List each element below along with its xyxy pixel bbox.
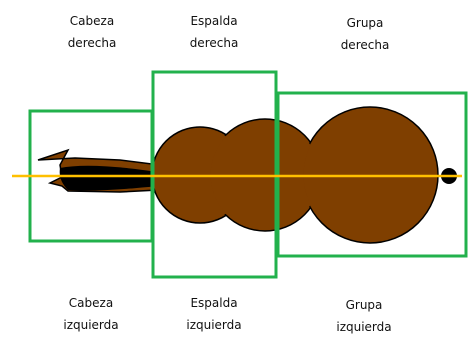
label-head-right: Cabeza derecha xyxy=(32,10,152,54)
label-rump-left-line2: izquierda xyxy=(336,320,392,334)
label-rump-right-line2: derecha xyxy=(340,38,390,52)
box-rump xyxy=(276,91,468,258)
label-back-left-line1: Espalda xyxy=(190,296,238,310)
label-back-right-line1: Espalda xyxy=(190,14,238,28)
horse-head-dark-area xyxy=(59,165,158,191)
label-head-right-line1: Cabeza xyxy=(69,14,115,28)
horse-top-view-diagram xyxy=(12,70,468,279)
box-back xyxy=(151,70,278,279)
label-back-right: Espalda derecha xyxy=(154,10,274,54)
label-rump-right: Grupa derecha xyxy=(305,12,425,56)
label-back-right-line2: derecha xyxy=(189,36,239,50)
label-rump-left-line1: Grupa xyxy=(345,298,383,312)
label-rump-right-line1: Grupa xyxy=(346,16,384,30)
label-rump-left: Grupa izquierda xyxy=(304,294,424,338)
label-head-left-line2: izquierda xyxy=(63,318,119,332)
label-back-left: Espalda izquierda xyxy=(154,292,274,336)
label-back-left-line2: izquierda xyxy=(186,318,242,332)
label-head-left-line1: Cabeza xyxy=(68,296,114,310)
label-head-right-line2: derecha xyxy=(67,36,117,50)
label-head-left: Cabeza izquierda xyxy=(31,292,151,336)
